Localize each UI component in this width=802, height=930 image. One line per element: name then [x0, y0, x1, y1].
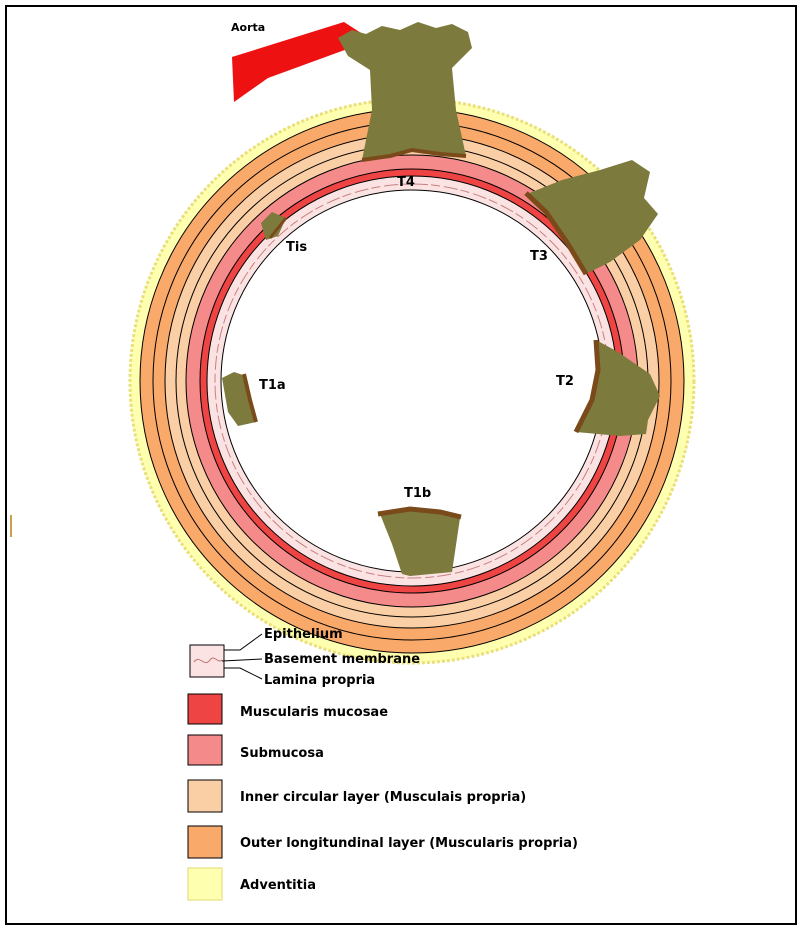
- legend-swatch-muscularis-mucosae: [188, 694, 222, 724]
- label-tis: Tis: [286, 240, 307, 255]
- legend-inner-circular: Inner circular layer (Musculais propria): [240, 790, 526, 805]
- legend-lamina-propria: Lamina propria: [264, 673, 375, 688]
- edge-mark: [10, 515, 12, 537]
- legend-adventitia: Adventitia: [240, 878, 316, 893]
- label-t2: T2: [556, 374, 574, 389]
- legend-muscularis-mucosae: Muscularis mucosae: [240, 705, 388, 720]
- label-aorta: Aorta: [231, 21, 265, 34]
- legend-swatch-submucosa: [188, 735, 222, 765]
- legend-basement-membrane: Basement membrane: [264, 652, 420, 667]
- label-t4: T4: [397, 175, 415, 190]
- legend-submucosa: Submucosa: [240, 746, 324, 761]
- label-t1b: T1b: [404, 486, 431, 501]
- legend-leader-lamina: [224, 668, 262, 679]
- legend-outer-longitudinal: Outer longitundinal layer (Muscularis pr…: [240, 836, 578, 851]
- legend-leader-epithelium: [224, 634, 262, 650]
- legend-epithelium: Epithelium: [264, 627, 343, 642]
- label-t3: T3: [530, 249, 548, 264]
- legend: Epithelium Basement membrane Lamina prop…: [188, 627, 578, 900]
- legend-swatch-adventitia: [188, 868, 222, 900]
- legend-swatch-outer-longitudinal: [188, 826, 222, 858]
- legend-leader-basement: [222, 659, 262, 661]
- legend-swatch-inner-circular: [188, 780, 222, 812]
- label-t1a: T1a: [259, 378, 286, 393]
